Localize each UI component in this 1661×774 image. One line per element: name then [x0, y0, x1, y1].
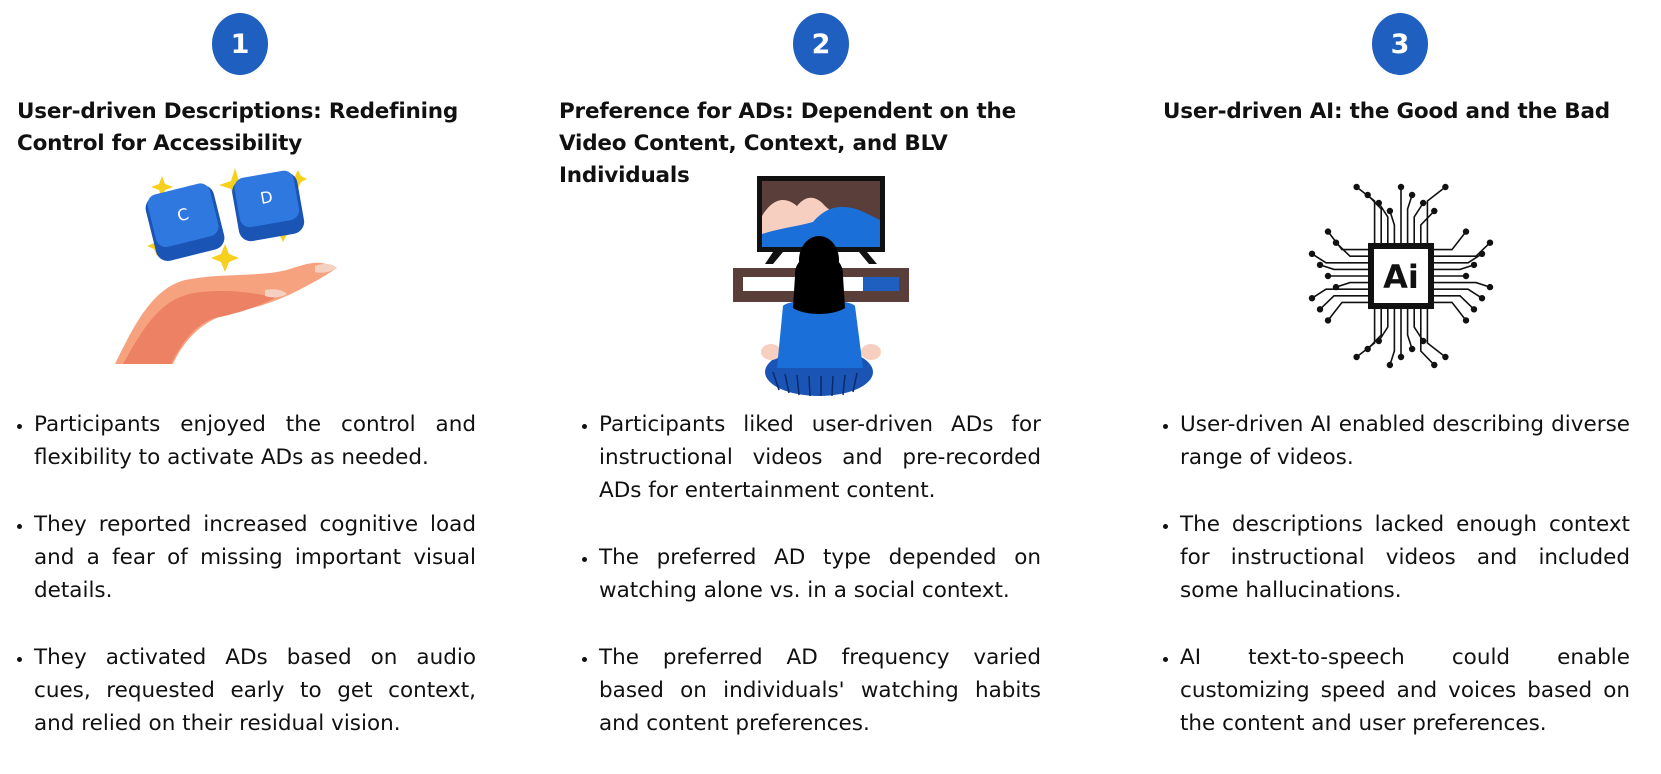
hand-with-keycaps-icon: C D	[115, 168, 337, 364]
chip-label: Ai	[1383, 258, 1419, 296]
list-item: They activated ADs based on audio cues, …	[34, 641, 476, 740]
findings-list: Participants liked user-driven ADs for i…	[582, 408, 1041, 774]
column-user-driven-ai: 3 User-driven AI: the Good and the Bad A…	[1130, 0, 1661, 772]
keycap-label: C	[175, 204, 190, 225]
step-number-badge: 2	[793, 13, 849, 75]
list-item: The preferred AD type depended on watchi…	[599, 541, 1041, 607]
keycap-label: D	[259, 187, 274, 208]
list-item: The preferred AD frequency varied based …	[599, 641, 1041, 740]
person-watching-tv-icon	[733, 176, 909, 396]
findings-list: Participants enjoyed the control and fle…	[17, 408, 476, 774]
list-item: They reported increased cognitive load a…	[34, 508, 476, 607]
list-item: User-driven AI enabled describing divers…	[1180, 408, 1630, 474]
list-item: The descriptions lacked enough context f…	[1180, 508, 1630, 607]
list-item: AI text-to-speech could enable customizi…	[1180, 641, 1630, 740]
step-number-badge: 1	[212, 13, 268, 75]
findings-list: User-driven AI enabled describing divers…	[1163, 408, 1630, 774]
list-item: Participants enjoyed the control and fle…	[34, 408, 476, 474]
column-title: User-driven AI: the Good and the Bad	[1163, 99, 1610, 124]
column-title: User-driven Descriptions: Redefining Con…	[17, 99, 459, 156]
column-title: Preference for ADs: Dependent on the Vid…	[559, 99, 1017, 188]
column-user-driven-descriptions: 1 User-driven Descriptions: Redefining C…	[0, 0, 500, 772]
column-preference-for-ads: 2 Preference for ADs: Dependent on the V…	[540, 0, 1100, 772]
list-item: Participants liked user-driven ADs for i…	[599, 408, 1041, 507]
ai-chip-icon: Ai	[1308, 183, 1494, 369]
step-number-badge: 3	[1372, 13, 1428, 75]
